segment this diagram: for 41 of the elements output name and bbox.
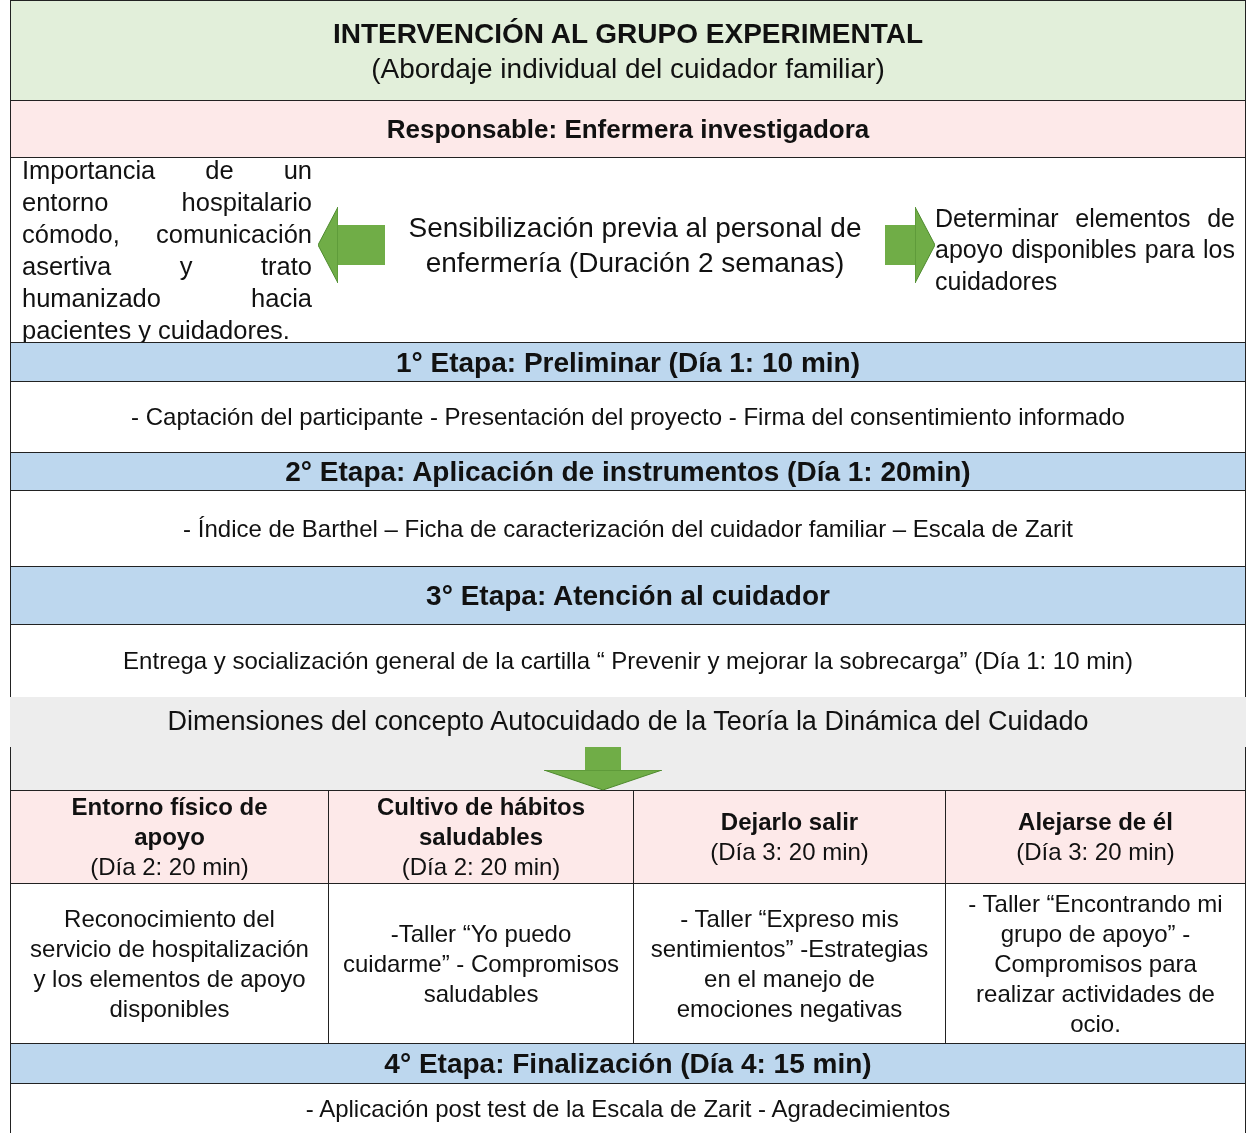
table-row — [10, 1083, 1246, 1133]
label-text: Entrega y socialización general de la cartilla “ Prevenir y mejorar la sobrecarga” (Día 1: 10 min) — [123, 646, 1133, 676]
stage-band — [10, 1043, 1246, 1084]
detail-text: (Día 2: 20 min) — [401, 852, 561, 882]
table-header — [10, 790, 329, 884]
label-text: Dejarlo salir — [719, 807, 860, 837]
section-band — [10, 697, 1246, 747]
stage-band — [10, 342, 1246, 382]
block-arrow — [543, 747, 663, 791]
detail-text: (Día 3: 20 min) — [710, 837, 869, 867]
table-header — [945, 790, 1246, 884]
label-text: - Taller “Expreso mis sentimientos” -Estrategias en el manejo de emociones negativas — [649, 903, 930, 1024]
table-header — [633, 790, 946, 884]
label-text: - Índice de Barthel – Ficha de caracterización del cuidador familiar – Escala de Zarit — [183, 513, 1073, 544]
title-band — [10, 0, 1246, 101]
table-header — [328, 790, 634, 884]
stage-band — [10, 452, 1246, 491]
label-text: Alejarse de él — [1017, 807, 1174, 837]
label-text: -Taller “Yo puedo cuidarme” - Compromisos saludables — [341, 918, 621, 1009]
label-text: Determinar elementos de apoyo disponibles para los cuidadores — [935, 203, 1236, 297]
block-arrow — [885, 206, 936, 284]
label-text: - Aplicación post test de la Escala de Zarit - Agradecimientos — [305, 1094, 951, 1124]
label-text: 4° Etapa: Finalización (Día 4: 15 min) — [384, 1047, 872, 1081]
header-band — [10, 100, 1246, 158]
label-text: - Taller “Encontrando mi grupo de apoyo” - Compromisos para realizar actividades de ocio. — [967, 888, 1224, 1039]
label-text: - Captación del participante - Presentación del proyecto - Firma del consentimiento informado — [131, 402, 1125, 432]
label-text: 3° Etapa: Atención al cuidador — [426, 579, 830, 613]
detail-text: (Día 2: 20 min) — [90, 852, 249, 882]
label-text: Entorno físico de apoyo — [70, 792, 269, 852]
label-text: 1° Etapa: Preliminar (Día 1: 10 min) — [396, 345, 860, 380]
label-text: Responsable: Enfermera investigadora — [386, 112, 870, 146]
label-text: Dimensiones del concepto Autocuidado de la Teoría la Dinámica del Cuidado — [167, 705, 1089, 739]
stage-band — [10, 566, 1246, 625]
detail-text: (Día 3: 20 min) — [1016, 837, 1175, 867]
label-text: 2° Etapa: Aplicación de instrumentos (Día 1: 20min) — [285, 455, 971, 489]
label-text: Sensibilización previa al personal de enfermería (Duración 2 semanas) — [407, 211, 863, 280]
label-text: Reconocimiento del servicio de hospitalización y los elementos de apoyo disponibles — [29, 903, 310, 1024]
block-arrow — [317, 206, 385, 284]
label-text: Cultivo de hábitos saludables — [376, 792, 586, 852]
detail-text: (Abordaje individual del cuidador familiar) — [371, 51, 885, 86]
label-text: INTERVENCIÓN AL GRUPO EXPERIMENTAL — [332, 16, 924, 51]
